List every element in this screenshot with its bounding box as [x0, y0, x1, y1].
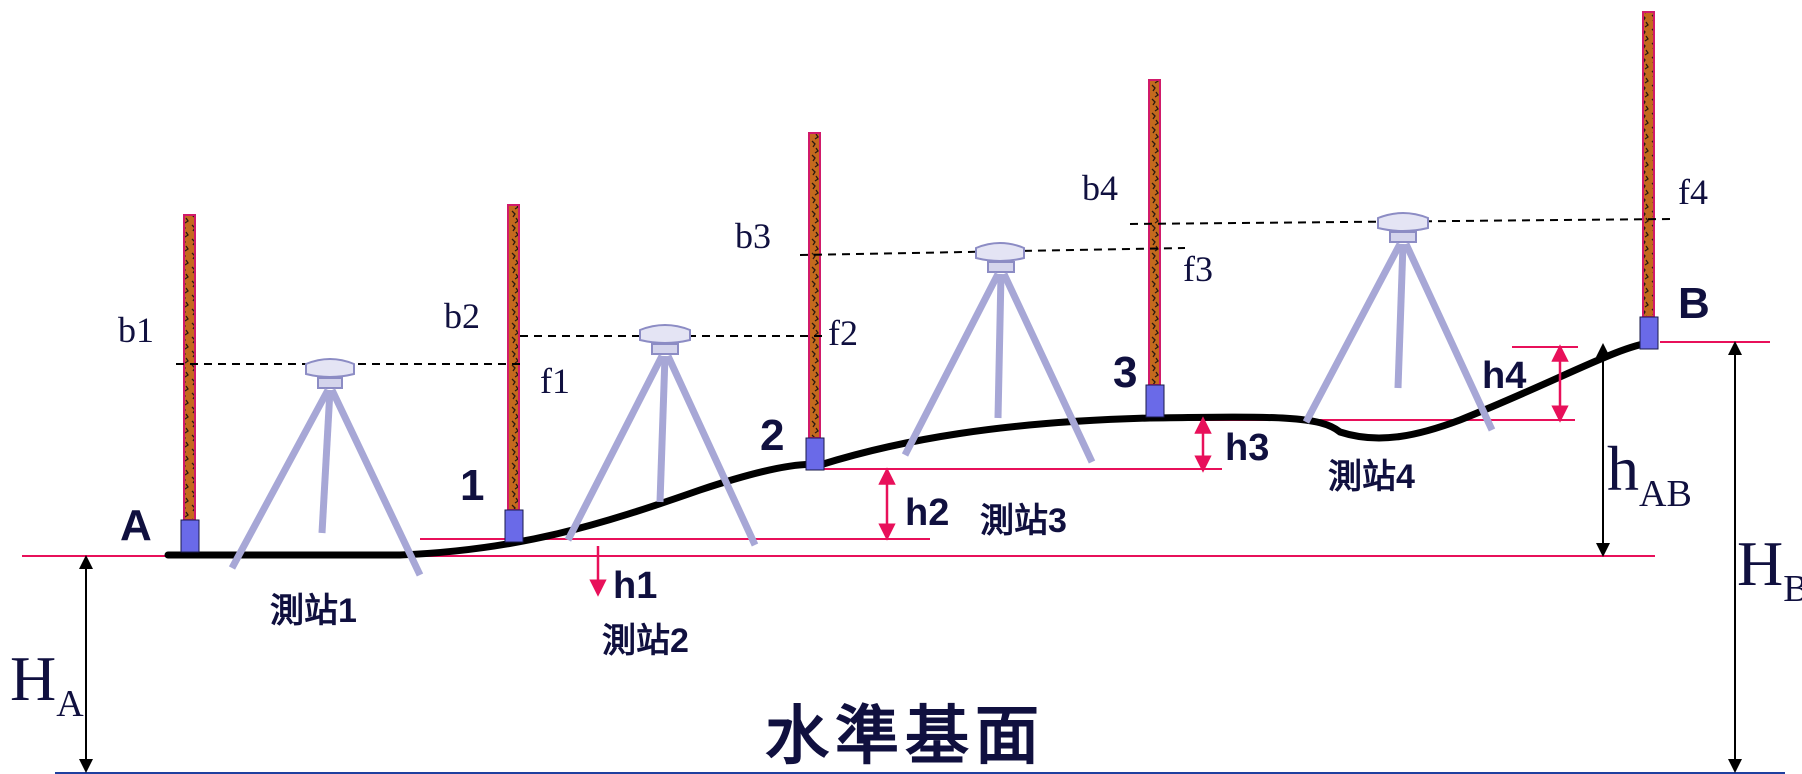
elevation-arrows — [79, 341, 1742, 773]
elevation-label-hAB: hAB — [1607, 433, 1692, 515]
level-instrument-station4 — [1302, 212, 1496, 432]
station-label-4: 測站4 — [1328, 458, 1415, 496]
height-arrows — [589, 344, 1569, 597]
staff-2 — [805, 132, 825, 471]
level-instrument-station3 — [901, 242, 1096, 464]
station-label-3: 測站3 — [980, 502, 1067, 540]
point-label-B: B — [1678, 279, 1710, 328]
point-label-2: 2 — [760, 411, 784, 460]
station-label-2: 測站2 — [602, 622, 689, 660]
staff-A — [180, 214, 200, 553]
point-label-3: 3 — [1113, 348, 1137, 397]
height-diff-h3: h3 — [1225, 427, 1269, 469]
foresight-f2: f2 — [828, 313, 858, 353]
staff-B — [1639, 11, 1659, 350]
point-label-1: 1 — [460, 461, 484, 510]
level-instrument-station2 — [564, 324, 759, 547]
backsight-b2: b2 — [444, 296, 480, 336]
height-diff-h4: h4 — [1482, 355, 1526, 397]
elevation-label-HB: HB — [1737, 528, 1802, 610]
backsight-b3: b3 — [735, 216, 771, 256]
point-label-A: A — [120, 501, 152, 550]
staff-3 — [1145, 79, 1165, 418]
backsight-b4: b4 — [1082, 168, 1118, 208]
foresight-f1: f1 — [540, 361, 570, 401]
sight-lines — [176, 218, 1671, 365]
foresight-f4: f4 — [1678, 172, 1708, 212]
station-label-1: 測站1 — [270, 592, 357, 630]
staff-1 — [504, 204, 524, 543]
backsight-b1: b1 — [118, 310, 154, 350]
level-instrument-station1 — [228, 358, 424, 577]
foresight-f3: f3 — [1183, 249, 1213, 289]
datum-label: 水準基面 — [765, 699, 1045, 774]
elevation-label-HA: HA — [10, 643, 84, 725]
height-diff-h2: h2 — [905, 492, 949, 534]
height-diff-h1: h1 — [613, 565, 657, 607]
